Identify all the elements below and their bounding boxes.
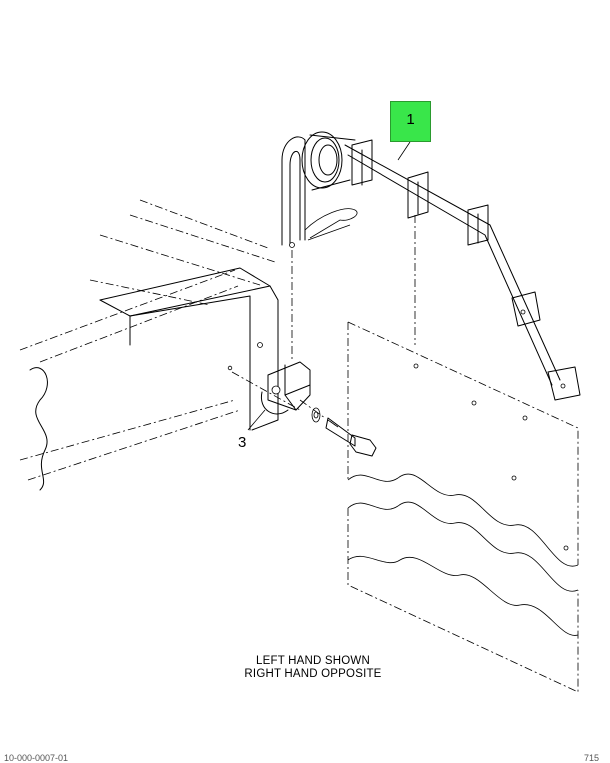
mud-flap <box>347 321 579 693</box>
caption-line-2: RIGHT HAND OPPOSITE <box>244 668 382 680</box>
page-number: 715 <box>584 753 600 763</box>
frame-rail <box>19 199 279 491</box>
spring-handle <box>281 131 358 360</box>
drawing-number: 10-000-0007-01 <box>4 753 69 763</box>
bolt-and-washer <box>299 399 377 457</box>
callout-item-1-label: 1 <box>406 111 415 128</box>
support-rod <box>344 139 581 401</box>
leader-line-1 <box>397 141 411 161</box>
callout-item-1[interactable]: 1 <box>390 101 431 142</box>
caption-line-1: LEFT HAND SHOWN <box>256 655 370 667</box>
diagram-caption: LEFT HAND SHOWN RIGHT HAND OPPOSITE <box>198 655 428 681</box>
callout-item-3[interactable]: 3 <box>238 434 247 451</box>
leader-line-3 <box>247 409 266 431</box>
mounting-bracket <box>231 361 311 415</box>
